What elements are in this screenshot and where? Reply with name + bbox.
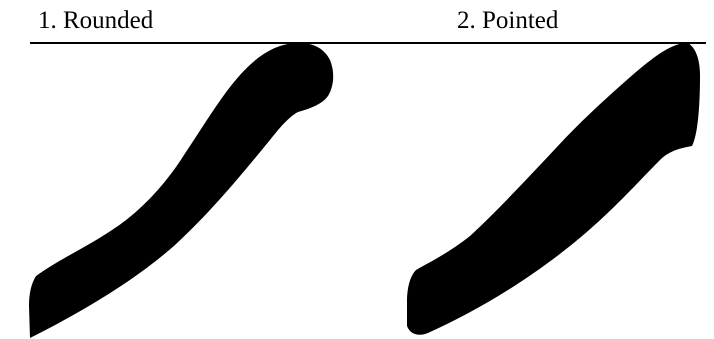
rounded-stroke-shape <box>29 43 333 338</box>
pointed-stroke-shape <box>407 43 700 335</box>
